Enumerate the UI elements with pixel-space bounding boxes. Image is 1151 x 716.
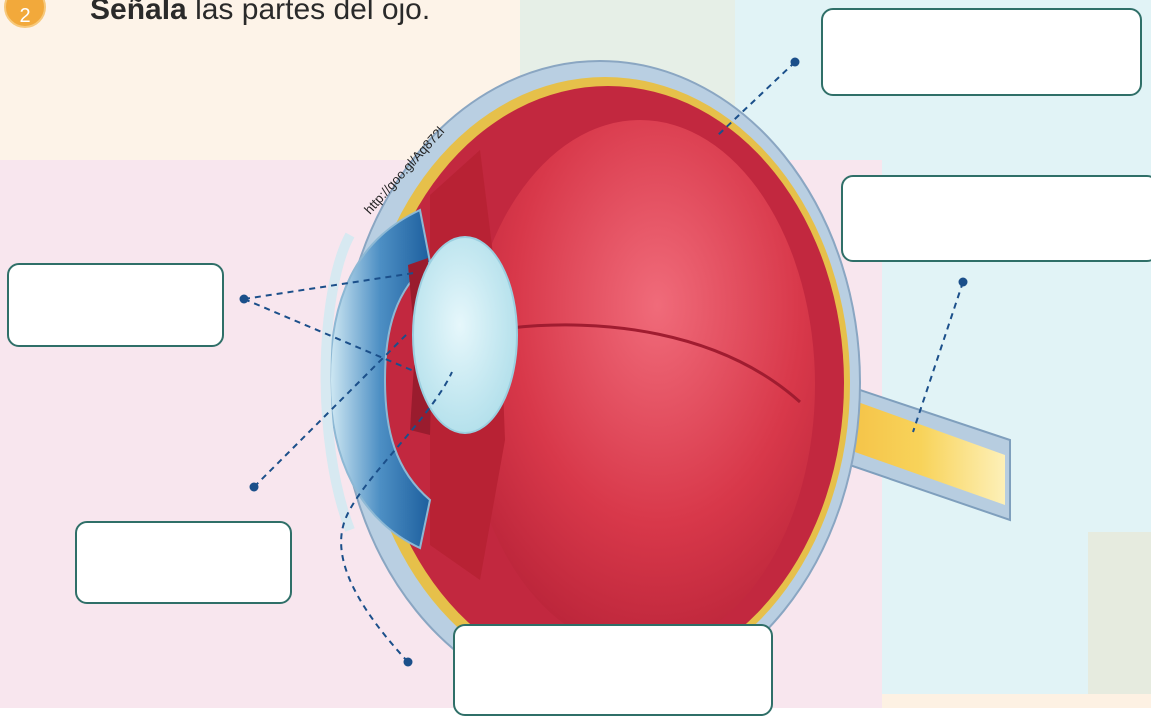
label-box-right-middle[interactable] [841,175,1151,262]
leader-dot-lens [404,658,413,667]
leader-dot-optic-nerve [959,278,968,287]
lens [413,237,517,433]
label-box-top-right[interactable] [821,8,1142,96]
leader-dot-cornea [250,483,259,492]
leader-line-optic-nerve [913,282,963,432]
label-box-bottom-left[interactable] [75,521,292,604]
leader-dot-iris [240,295,249,304]
label-box-left-middle[interactable] [7,263,224,347]
leader-line-retina [718,62,795,135]
label-box-bottom-center[interactable] [453,624,773,716]
vitreous-body [465,120,815,650]
leader-dot-retina [791,58,800,67]
